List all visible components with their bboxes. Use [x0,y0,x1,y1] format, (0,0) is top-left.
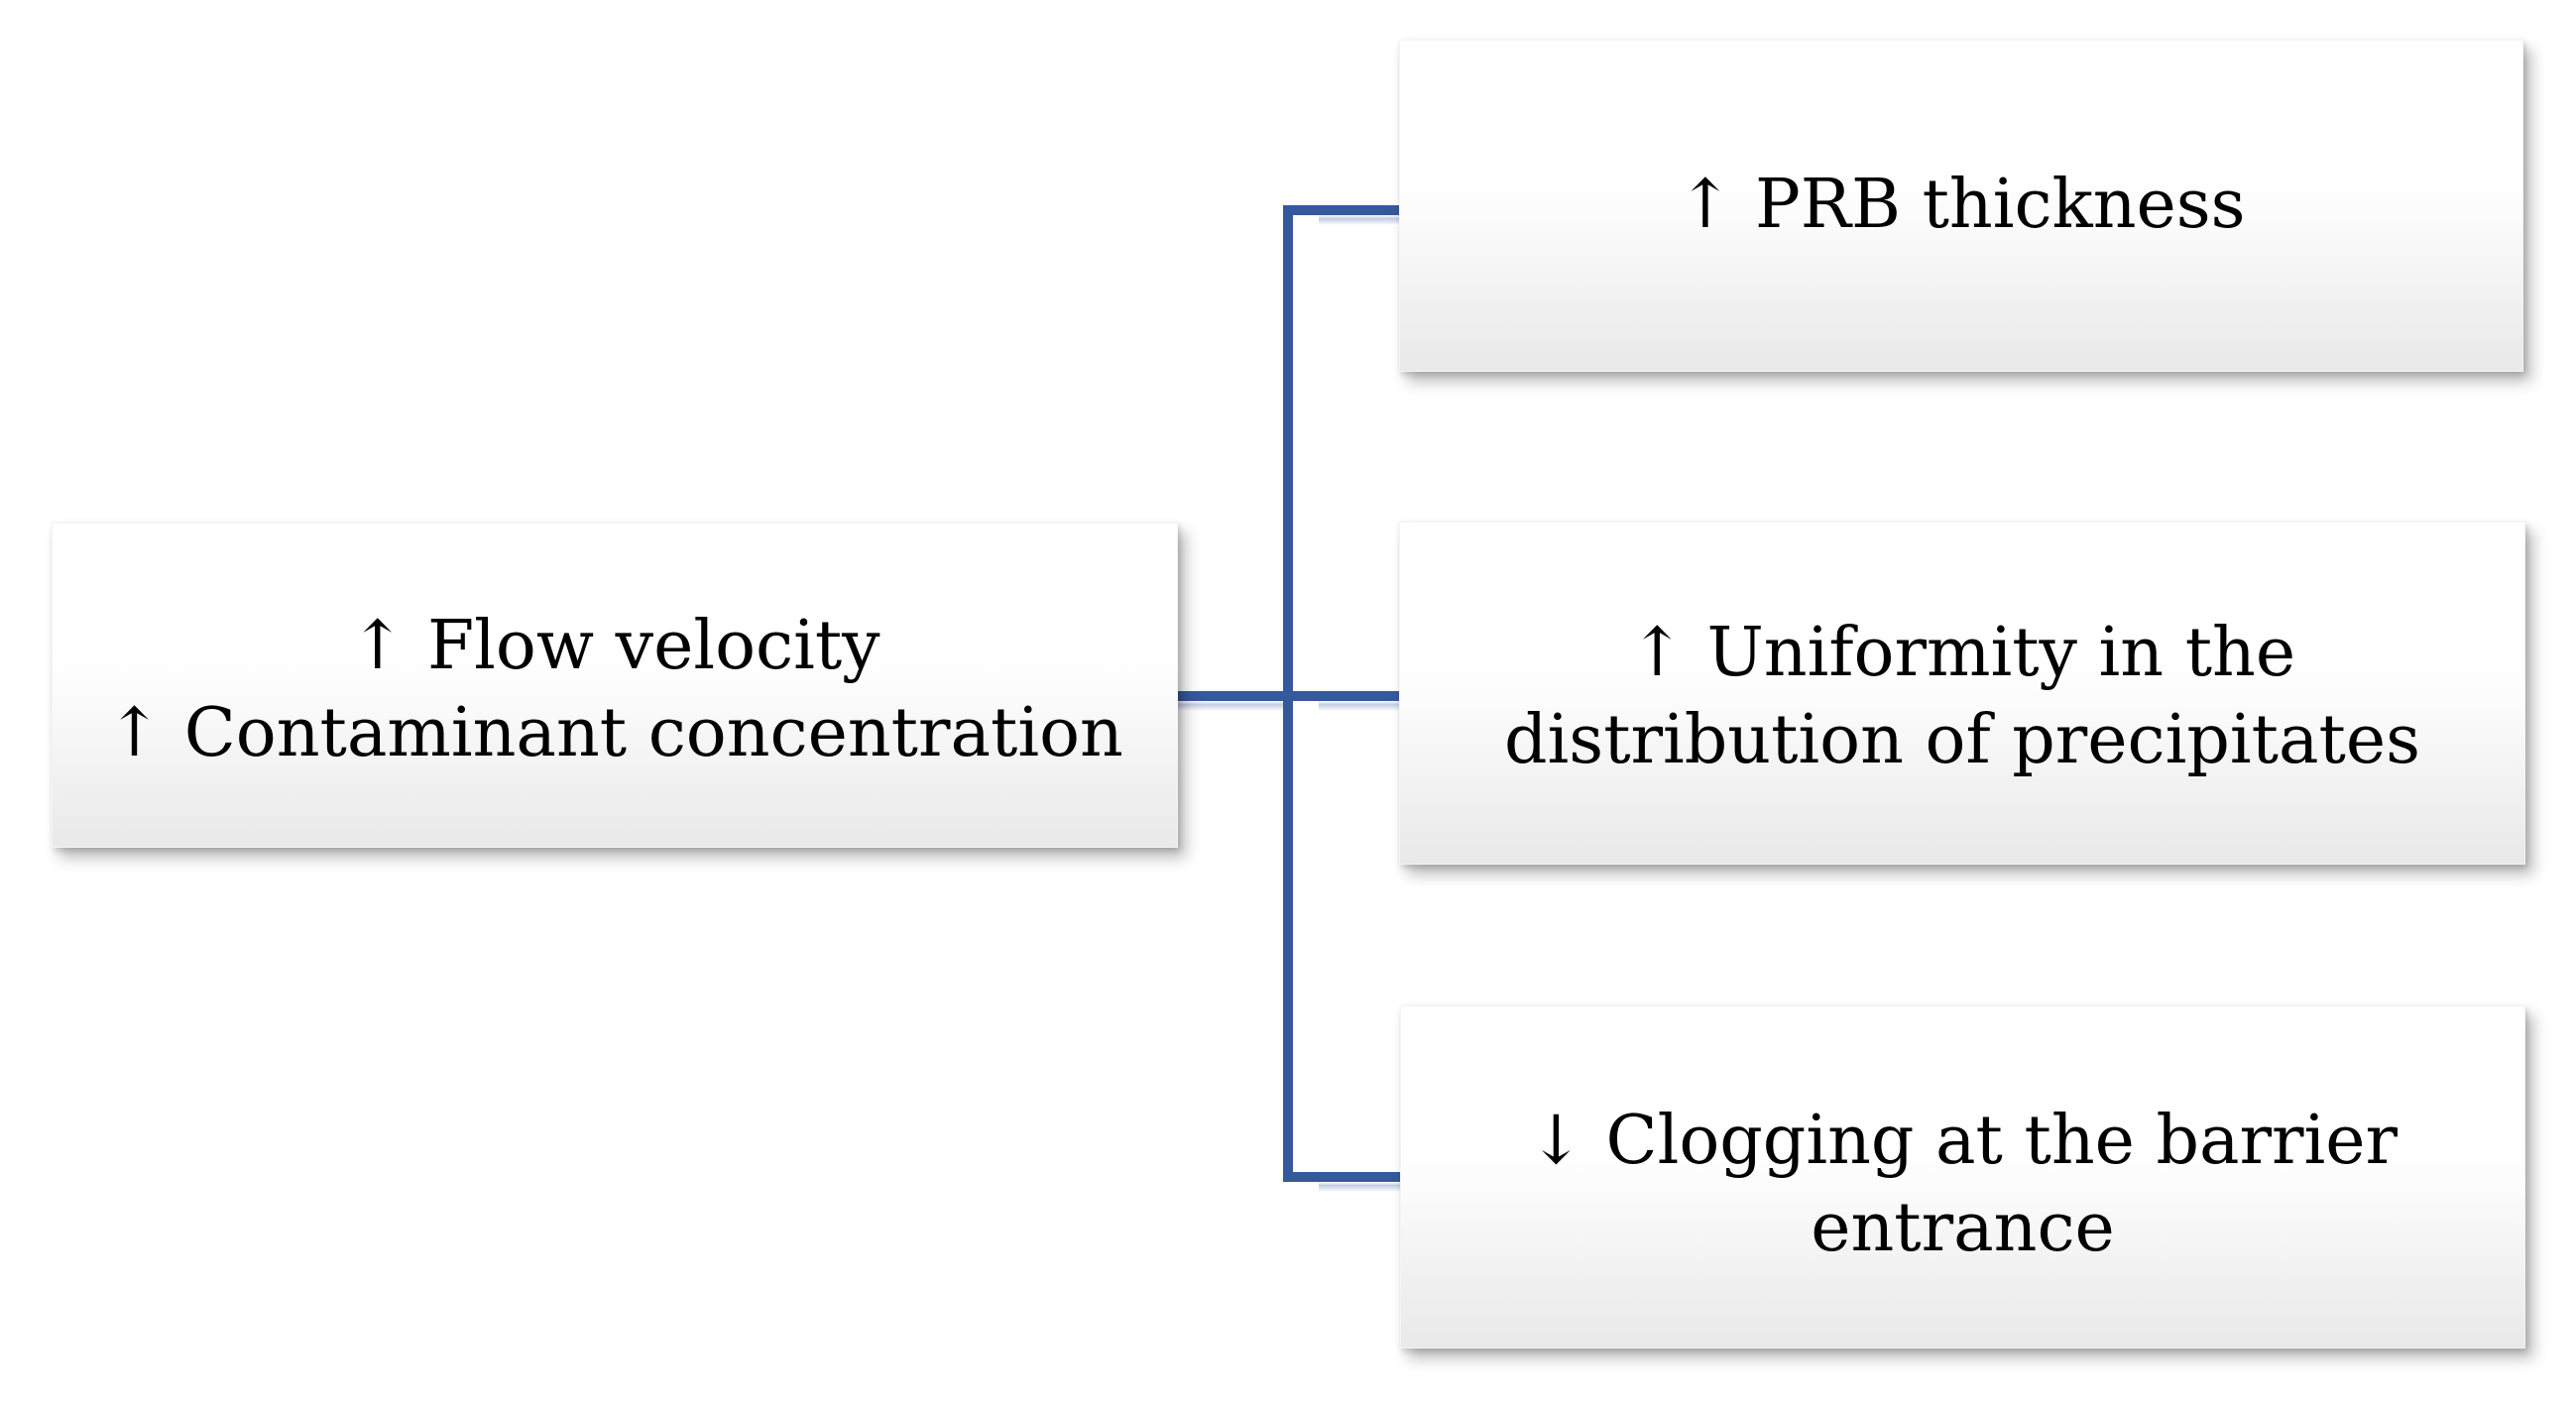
node-uniformity-line-2: distribution of precipitates [1504,701,2420,780]
branch-to-uniformity-line-shadow [1319,701,1402,711]
node-uniformity-precipitates[interactable]: ↑ Uniformity in the distribution of prec… [1399,522,2525,865]
vertical-trunk-line [1283,205,1293,1182]
branch-to-prb-thickness-line [1283,205,1402,215]
node-clogging-barrier-entrance[interactable]: ↓ Clogging at the barrier entrance [1400,1005,2525,1348]
node-source[interactable]: ↑ Flow velocity ↑ Contaminant concentrat… [52,523,1178,848]
node-uniformity-line-1: ↑ Uniformity in the [1628,614,2296,692]
branch-to-clogging-line [1283,1172,1402,1182]
branch-to-prb-thickness-line-shadow [1319,215,1402,225]
stem-from-source-line [1178,691,1289,701]
branch-to-clogging-line-shadow [1319,1182,1402,1192]
stem-from-source-line-shadow [1178,701,1289,711]
node-clogging-line-2: entrance [1811,1189,2115,1268]
node-prb-thickness[interactable]: ↑ PRB thickness [1399,40,2523,372]
node-prb-thickness-line-1: ↑ PRB thickness [1677,166,2246,244]
node-source-line-2: ↑ Contaminant concentration [106,694,1123,772]
branch-to-uniformity-line [1283,691,1402,701]
node-source-line-1: ↑ Flow velocity [349,606,880,685]
node-clogging-line-1: ↓ Clogging at the barrier [1527,1102,2399,1180]
